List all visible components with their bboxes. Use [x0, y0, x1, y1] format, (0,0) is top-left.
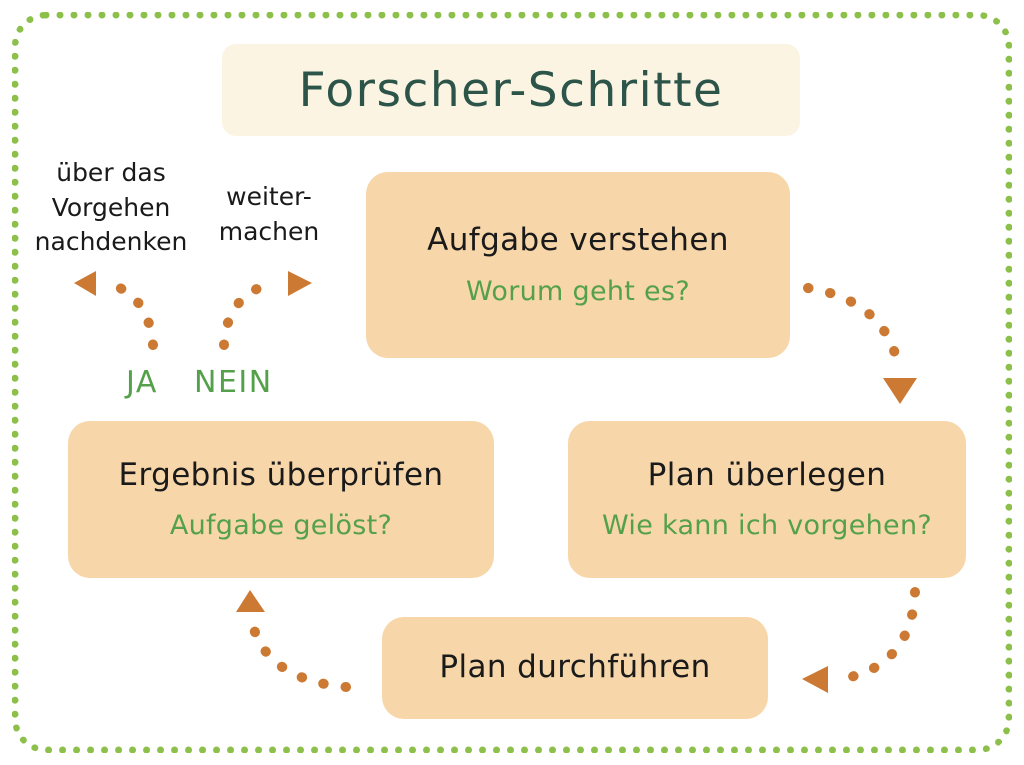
title-banner: Forscher-Schritte	[222, 44, 800, 136]
arrowhead-up-icon	[236, 590, 265, 612]
arrow-understand-to-plan	[803, 283, 917, 404]
step-subtitle: Worum geht es?	[466, 275, 690, 307]
arrow-plan-to-execute	[802, 587, 920, 693]
step-subtitle: Aufgabe gelöst?	[169, 510, 393, 542]
note-continue: weiter- machen	[218, 182, 320, 246]
step-box-plan-ueberlegen[interactable]: Plan überlegen Wie kann ich vorgehen?	[568, 421, 966, 578]
step-box-plan-durchfuehren[interactable]: Plan durchführen	[382, 617, 768, 719]
step-title: Plan überlegen	[647, 456, 887, 493]
step-subtitle: Wie kann ich vorgehen?	[602, 510, 932, 542]
step-box-aufgabe-verstehen[interactable]: Aufgabe verstehen Worum geht es?	[366, 172, 790, 358]
arrowhead-left-small-icon	[74, 271, 96, 296]
step-title: Plan durchführen	[439, 649, 711, 686]
arrow-check-yes	[74, 271, 158, 350]
step-title: Aufgabe verstehen	[427, 222, 729, 259]
arrow-check-no	[219, 271, 312, 350]
note-reflect-on-approach: über das Vorgehen nachdenken	[34, 158, 188, 256]
arrowhead-left-icon	[802, 666, 828, 693]
page-title: Forscher-Schritte	[298, 62, 724, 118]
arrowhead-right-small-icon	[288, 271, 312, 296]
decision-label-no: NEIN	[194, 365, 273, 400]
step-box-ergebnis-ueberpruefen[interactable]: Ergebnis überprüfen Aufgabe gelöst?	[68, 421, 494, 578]
arrow-execute-to-check	[236, 590, 351, 692]
arrowhead-down-icon	[883, 378, 917, 404]
decision-label-yes: JA	[126, 365, 158, 400]
step-title: Ergebnis überprüfen	[118, 456, 444, 493]
